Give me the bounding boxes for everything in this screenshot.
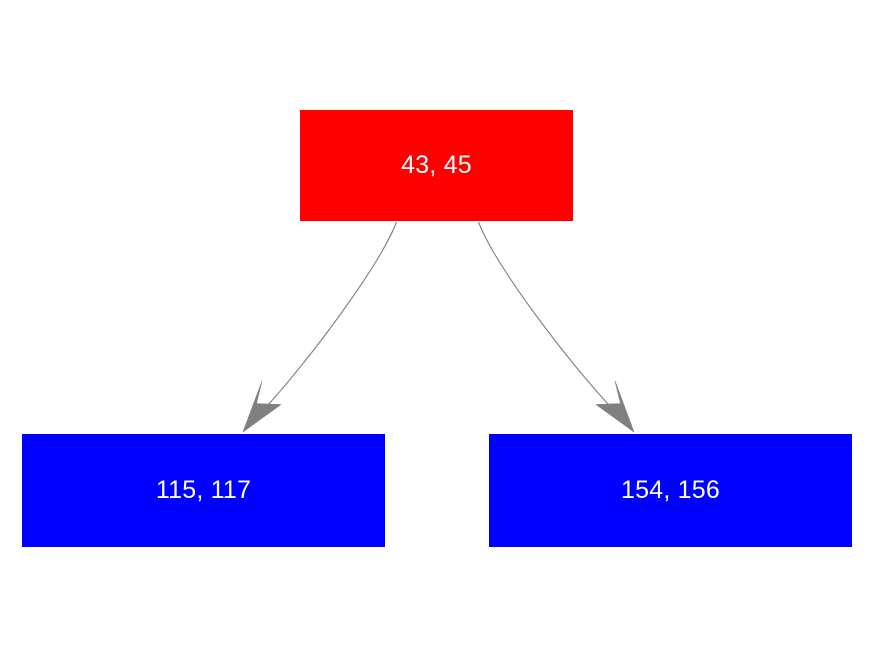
tree-node-root-label: 43, 45 bbox=[401, 151, 472, 179]
tree-node-left-child-label: 115, 117 bbox=[155, 476, 252, 504]
tree-node-left-child[interactable]: 115, 117 bbox=[22, 434, 385, 547]
tree-node-root[interactable]: 43, 45 bbox=[300, 110, 573, 221]
edge-root-left bbox=[242, 221, 398, 433]
edge-root-left-line bbox=[256, 221, 398, 418]
edge-root-right-arrowhead bbox=[595, 380, 635, 433]
edge-root-left-arrowhead bbox=[242, 380, 282, 433]
tree-node-right-child[interactable]: 154, 156 bbox=[489, 434, 852, 547]
edge-root-right bbox=[477, 221, 635, 433]
edge-root-right-line bbox=[477, 221, 621, 418]
tree-node-right-child-label: 154, 156 bbox=[621, 476, 720, 504]
